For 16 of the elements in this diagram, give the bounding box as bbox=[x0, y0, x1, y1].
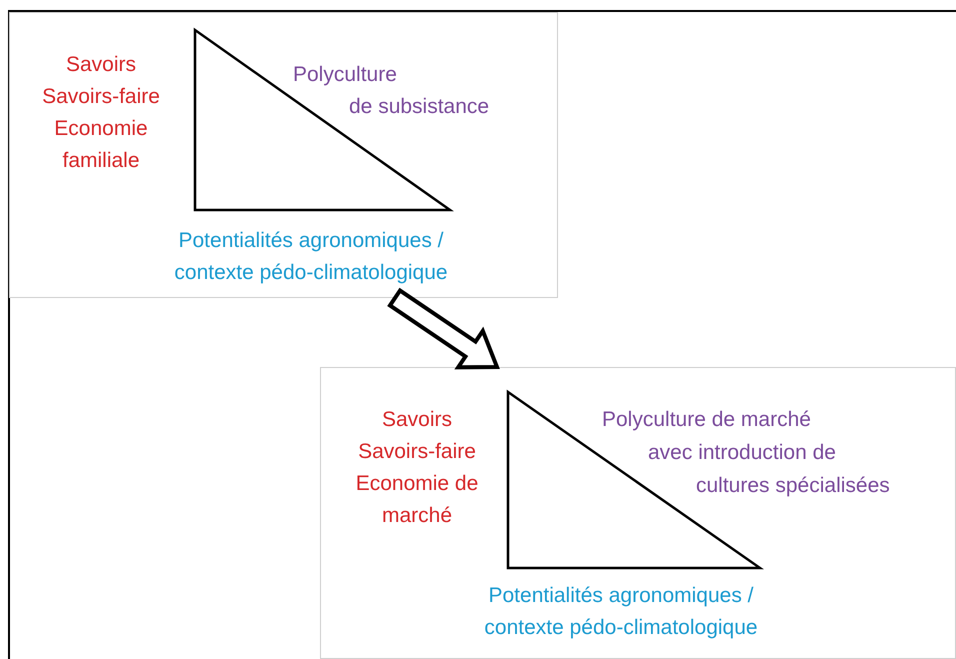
factor-label: Savoirs bbox=[380, 407, 454, 433]
factor-label: Economie de marché bbox=[354, 471, 480, 529]
context-label: Potentialités agronomiques / contexte pédo-climatologique bbox=[483, 583, 759, 641]
system-label: Polyculture de marché bbox=[602, 407, 812, 433]
system-label: cultures spécialisées bbox=[696, 473, 891, 499]
factor-label: Economie familiale bbox=[53, 116, 149, 174]
system-label: de subsistance bbox=[349, 94, 490, 120]
factor-label: Savoirs bbox=[64, 52, 138, 78]
system-label: avec introduction de bbox=[648, 440, 837, 466]
system-label: Polyculture bbox=[293, 62, 398, 88]
panel bbox=[9, 12, 558, 298]
factor-label: Savoirs-faire bbox=[357, 439, 477, 465]
block-arrow bbox=[387, 288, 500, 370]
factor-label: Savoirs-faire bbox=[41, 84, 161, 110]
context-label: Potentialités agronomiques / contexte pédo-climatologique bbox=[173, 228, 449, 286]
panel bbox=[320, 367, 956, 659]
